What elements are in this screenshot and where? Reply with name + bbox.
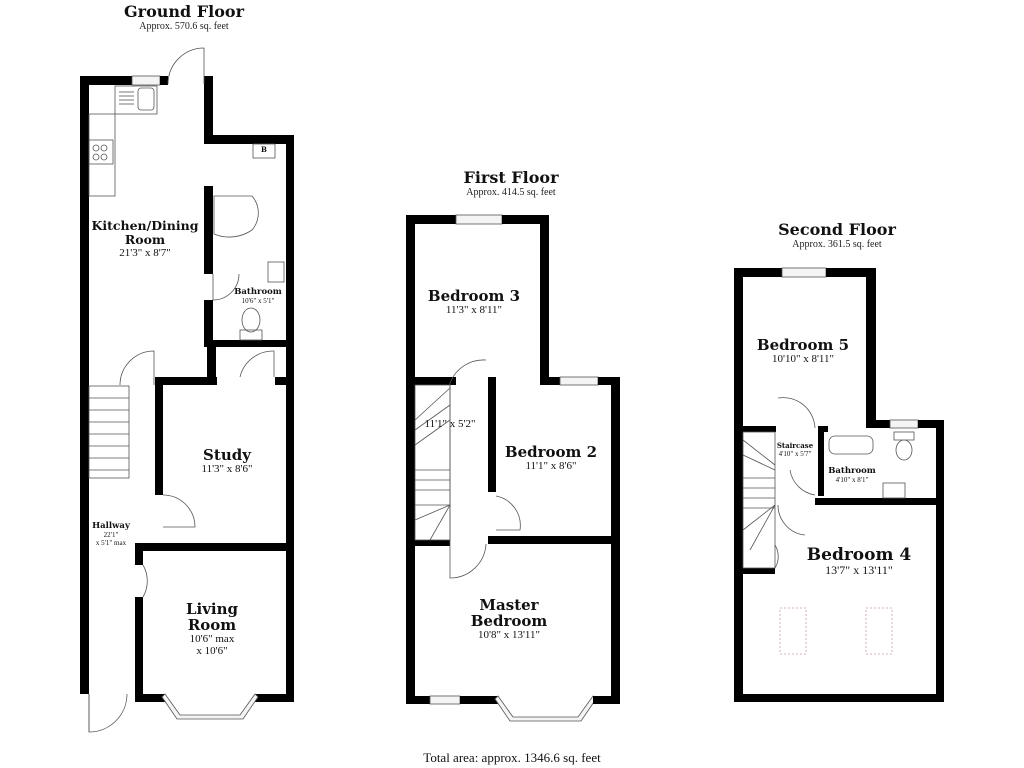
room-label-kitchen-dining: Kitchen/Dining Room 21'3" x 8'7" — [91, 218, 199, 260]
room-name: Bedroom — [470, 612, 548, 630]
room-dimensions: 11'3" x 8'6" — [201, 463, 253, 475]
room-label-bedroom-3: Bedroom 3 11'3" x 8'11" — [428, 288, 520, 316]
room-dimensions: 10'10" x 8'11" — [771, 353, 835, 365]
room-name: Bedroom 2 — [504, 443, 598, 461]
first-floor-plan — [406, 214, 620, 722]
room-dimensions: 10'8" x 13'11" — [477, 629, 541, 641]
room-name: Bedroom 4 — [806, 545, 912, 565]
floor-area: Approx. 361.5 sq. feet — [792, 239, 882, 250]
total-area: Total area: approx. 1346.6 sq. feet — [423, 750, 601, 765]
room-label-landing: 11'1" x 5'2" — [424, 418, 475, 430]
room-name: Hallway — [92, 521, 130, 531]
room-name: Bedroom 3 — [427, 287, 521, 305]
room-dimensions: 11'1" x 5'2" — [424, 418, 476, 430]
room-name: Bedroom 5 — [756, 336, 850, 354]
room-dimensions: 4'10" x 8'1" — [835, 476, 869, 484]
room-label-bedroom-4: Bedroom 4 13'7" x 13'11" — [807, 546, 911, 577]
room-name: Room — [124, 232, 166, 247]
room-dimensions: 10'6" x 5'1" — [241, 297, 275, 305]
room-name: Bathroom — [828, 466, 876, 476]
floor-title: First Floor — [463, 168, 559, 187]
ground-floor-plan — [80, 47, 294, 733]
room-dimensions: x 5'1" max — [95, 539, 127, 547]
room-name: Room — [187, 616, 237, 634]
room-name: Living — [185, 600, 239, 618]
room-label-master-bedroom: Master Bedroom 10'8" x 13'11" — [471, 597, 548, 641]
room-name: Staircase — [776, 441, 814, 450]
room-name: Study — [203, 446, 251, 464]
boiler-label: B — [261, 146, 267, 154]
room-label-second-bathroom: Bathroom 4'10" x 8'1" — [828, 466, 876, 484]
room-label-staircase: Staircase 4'10" x 5'7" — [776, 441, 814, 459]
room-name: Master — [479, 596, 539, 614]
boiler-icon: B — [261, 145, 267, 154]
second-floor-heading: Second Floor Approx. 361.5 sq. feet — [717, 221, 957, 251]
floor-title: Ground Floor — [124, 2, 244, 21]
second-floor-plan — [734, 267, 944, 702]
room-dimensions: 10'6" max — [189, 633, 235, 645]
room-name: Bathroom — [234, 287, 282, 297]
room-label-living-room: Living Room 10'6" max x 10'6" — [186, 601, 238, 657]
floor-area: Approx. 414.5 sq. feet — [466, 187, 556, 198]
room-dimensions: 22'1" — [103, 531, 119, 539]
room-label-ground-bathroom: Bathroom 10'6" x 5'1" — [234, 287, 282, 305]
room-label-hallway: Hallway 22'1" x 5'1" max — [92, 521, 130, 547]
room-dimensions: 13'7" x 13'11" — [825, 563, 893, 577]
room-label-study: Study 11'3" x 8'6" — [201, 447, 252, 475]
floor-title: Second Floor — [778, 220, 896, 239]
room-label-bedroom-5: Bedroom 5 10'10" x 8'11" — [757, 337, 849, 365]
floor-area: Approx. 570.6 sq. feet — [139, 21, 229, 32]
room-dimensions: x 10'6" — [196, 645, 228, 657]
room-label-bedroom-2: Bedroom 2 11'1" x 8'6" — [505, 444, 597, 472]
room-dimensions: 11'1" x 8'6" — [525, 460, 577, 472]
room-dimensions: 11'3" x 8'11" — [445, 304, 503, 316]
first-floor-heading: First Floor Approx. 414.5 sq. feet — [391, 169, 631, 199]
room-name: Kitchen/Dining — [91, 218, 199, 233]
ground-floor-heading: Ground Floor Approx. 570.6 sq. feet — [64, 3, 304, 33]
room-dimensions: 21'3" x 8'7" — [119, 247, 171, 259]
room-dimensions: 4'10" x 5'7" — [778, 450, 812, 458]
